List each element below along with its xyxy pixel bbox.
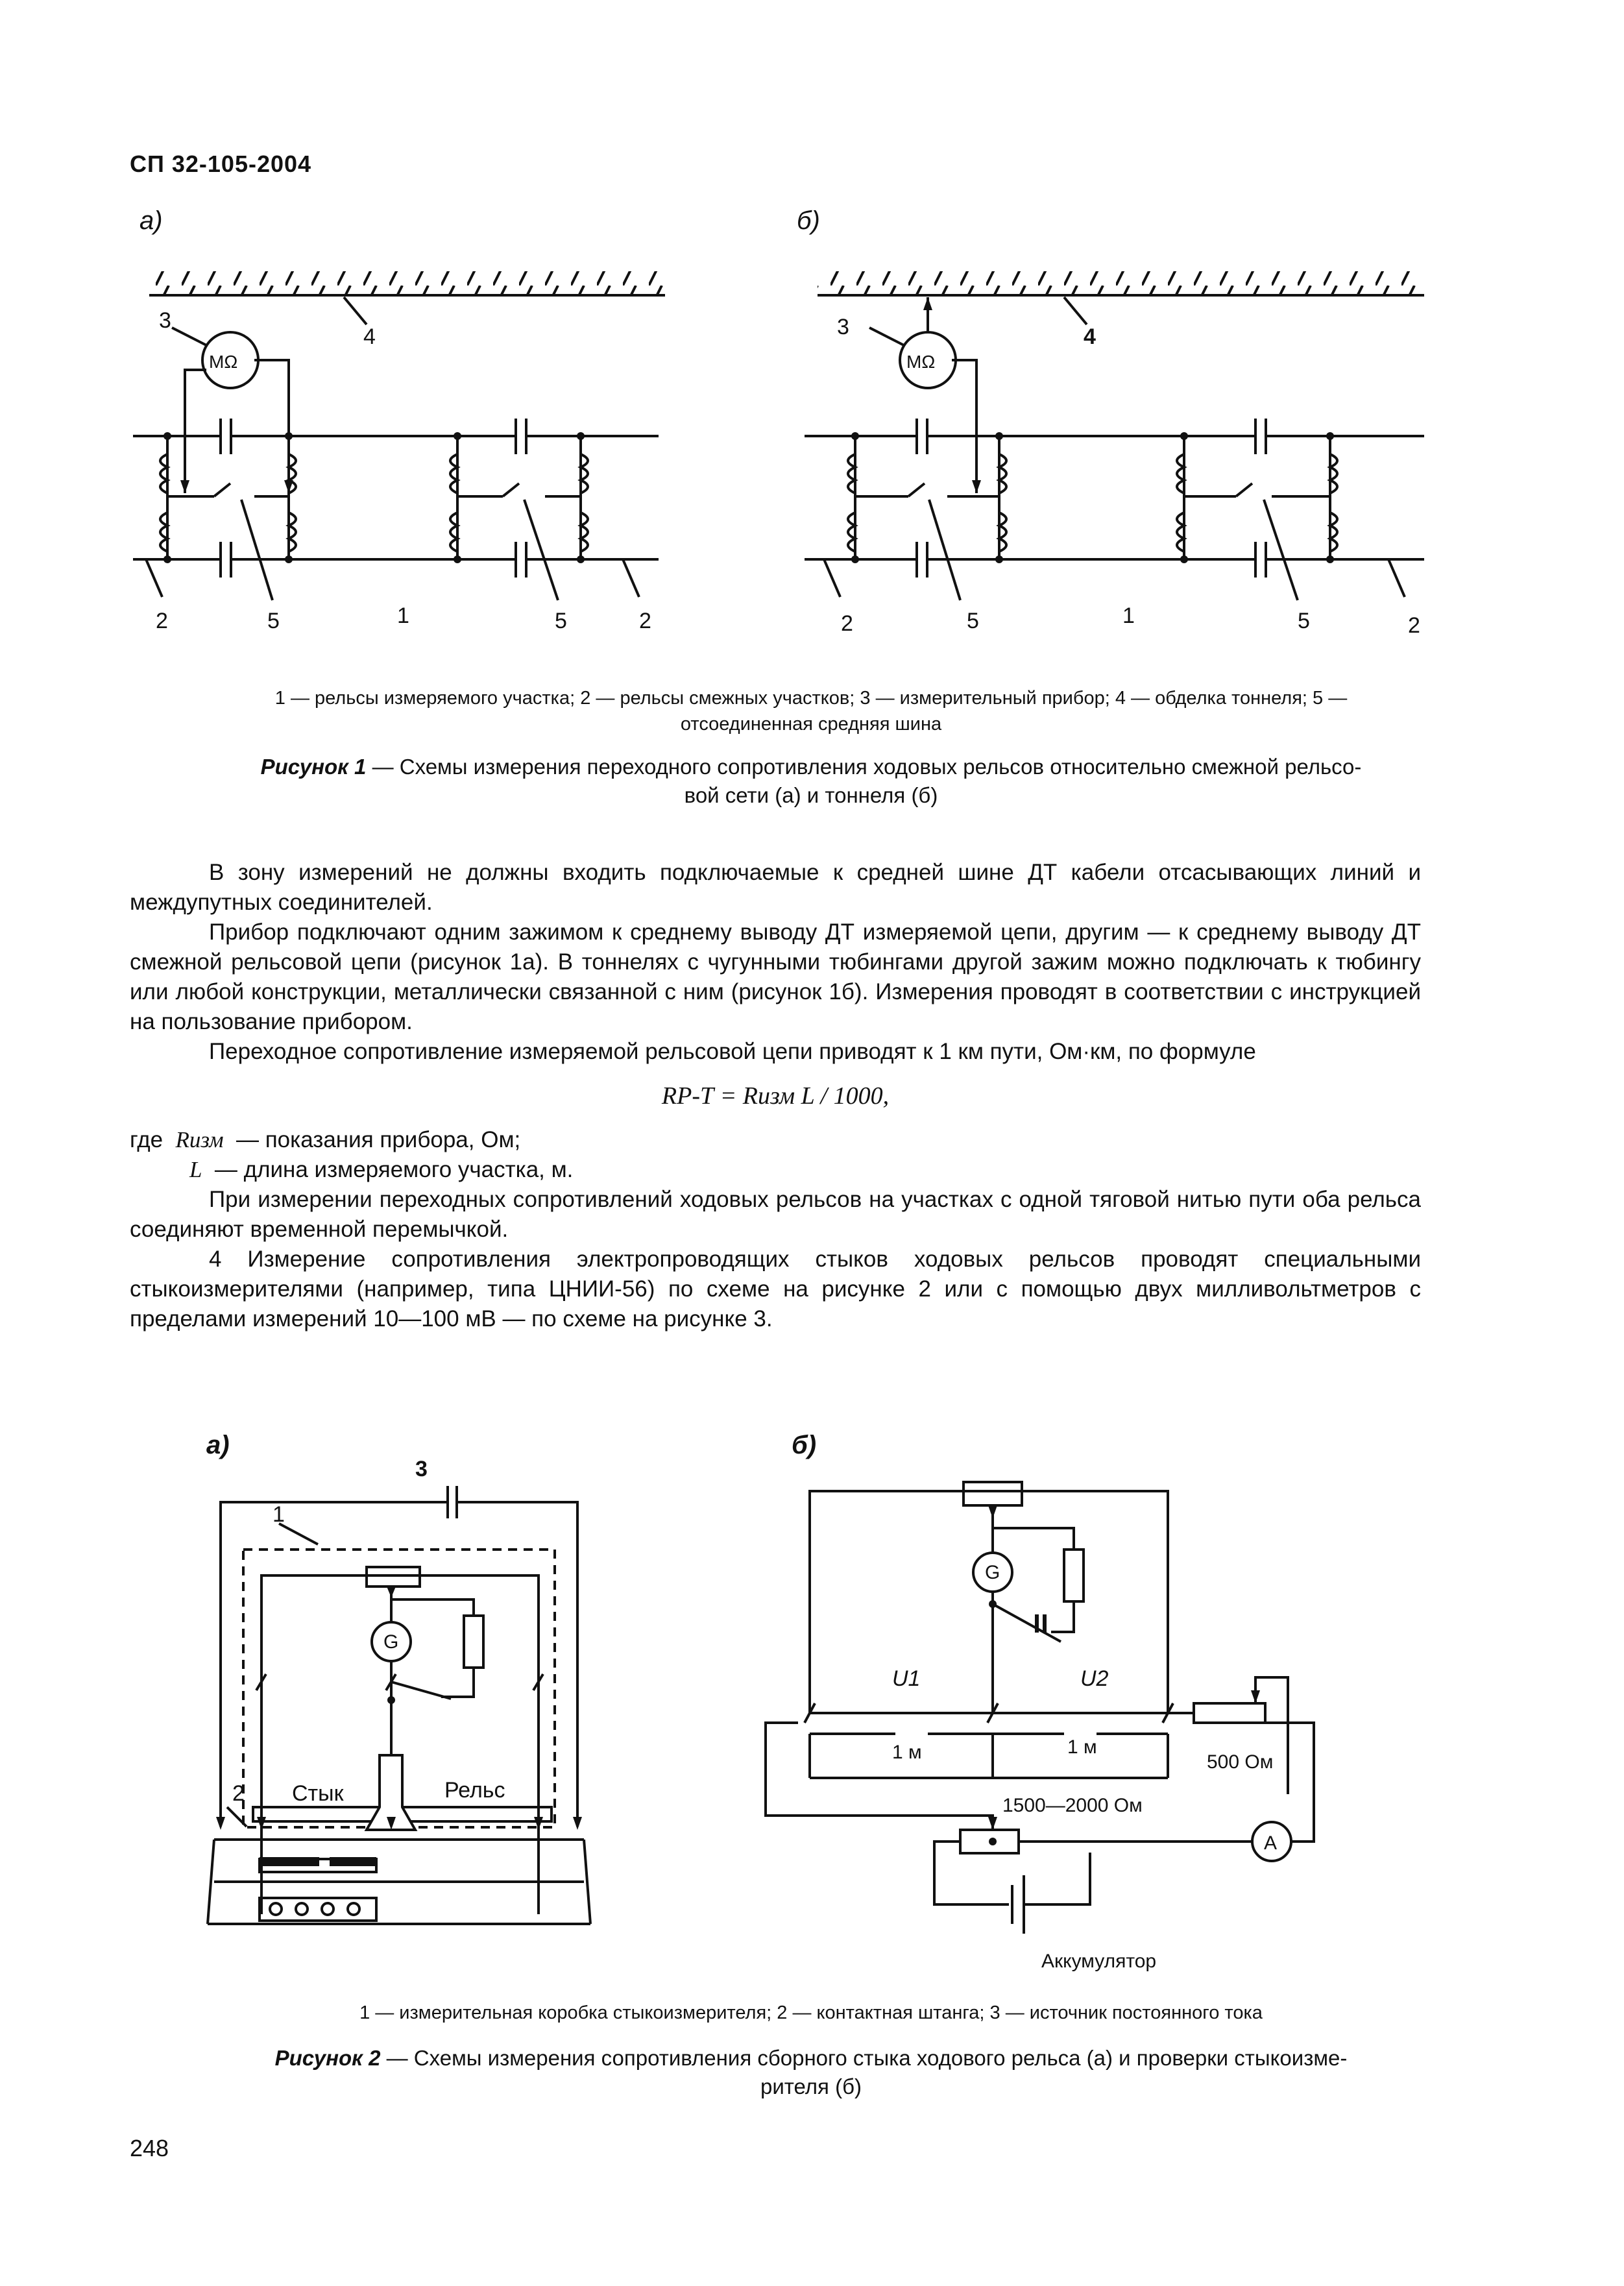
label-2b-u2: U2 [1080, 1666, 1109, 1691]
figure2-caption-text2: рителя (б) [760, 2074, 862, 2098]
figure1-sub-b-label: б) [797, 206, 820, 235]
figure1-caption-text: — Схемы измерения переходного сопротивле… [366, 755, 1362, 779]
figure1-caption: Рисунок 1 — Схемы измерения переходного … [130, 753, 1492, 810]
tunnel-lining-hatch [149, 271, 665, 295]
figure1-sub-a-label: а) [139, 206, 163, 235]
label-b-4: 4 [1084, 324, 1096, 349]
label-2a-3: 3 [415, 1457, 428, 1481]
where-text-2: — длина измеряемого участка, м. [214, 1157, 574, 1182]
figure1-caption-label: Рисунок 1 [260, 755, 367, 779]
megohmmeter-symbol-a: MΩ [209, 352, 237, 372]
paragraph-5: 4 Измерение сопротивления электропроводя… [130, 1246, 1421, 1331]
label-2a-1: 1 [273, 1502, 285, 1527]
leader-4 [343, 296, 368, 326]
label-b-2-left: 2 [841, 611, 853, 636]
label-a-5-left: 5 [267, 609, 280, 633]
figure2-legend: 1 — измерительная коробка стыкоизмерител… [130, 2000, 1492, 2026]
leader-3 [171, 326, 207, 347]
measuring-box [242, 1548, 556, 1829]
rheostat-top [962, 1481, 1023, 1507]
formula-legend: где Rизм — показания прибора, Ом; L — дл… [130, 1125, 1421, 1185]
label-a-5-right: 5 [555, 609, 567, 633]
label-a-3: 3 [159, 308, 171, 333]
figure1-diagram: MΩ MΩ 3 4 2 5 1 5 2 3 4 2 5 1 5 2 [133, 271, 1424, 638]
figure2b-schematic [764, 1481, 1315, 1934]
label-a-2-right: 2 [639, 609, 651, 633]
label-2a-2: 2 [232, 1781, 245, 1806]
label-2b-ammeter: A [1264, 1832, 1277, 1854]
where-sym-1: Rизм [175, 1127, 224, 1152]
figure2-caption-label: Рисунок 2 [274, 2046, 381, 2070]
figure2-diagram: 3 1 2 G Стык Рельс G U1 U2 1 м 1 м 500 О… [206, 1457, 1315, 1972]
label-2b-1m-right: 1 м [1067, 1736, 1097, 1758]
bolt-plate [258, 1897, 378, 1922]
rheostat-500 [1193, 1702, 1266, 1724]
label-b-5-right: 5 [1298, 609, 1310, 633]
label-2b-1m-left: 1 м [892, 1742, 922, 1763]
figure2-caption: Рисунок 2 — Схемы измерения сопротивлени… [130, 2044, 1492, 2101]
label-2b-500-ohm: 500 Ом [1207, 1751, 1273, 1773]
page-number: 248 [130, 2135, 169, 2161]
label-a-2-left: 2 [156, 609, 168, 633]
figure2-sub-a-label: а) [206, 1431, 230, 1459]
figure1-legend: 1 — рельсы измеряемого участка; 2 — рель… [130, 685, 1492, 737]
figure2-legend-line: 1 — измерительная коробка стыкоизмерител… [359, 2002, 1263, 2023]
label-2b-galvanometer: G [985, 1562, 1000, 1583]
paragraph-3: Переходное сопротивление измеряемой рель… [209, 1039, 1256, 1064]
document-code: СП 32-105-2004 [130, 151, 312, 177]
where-sym-2: L [189, 1157, 202, 1182]
label-b-3: 3 [837, 315, 849, 339]
figure1-legend-line2: отсоединенная средняя шина [680, 714, 942, 735]
label-b-5-left: 5 [967, 609, 979, 633]
label-2a-galvanometer: G [383, 1631, 398, 1653]
figure1a-schematic [133, 271, 665, 601]
where-word: где [130, 1127, 164, 1152]
where-text-1: — показания прибора, Ом; [236, 1127, 521, 1152]
paragraph-2: Прибор подключают одним зажимом к средне… [130, 919, 1421, 1034]
label-2b-u1: U1 [892, 1666, 920, 1691]
label-2a-rail: Рельс [444, 1778, 505, 1803]
label-2b-1500-2000-ohm: 1500—2000 Ом [1002, 1795, 1143, 1816]
paragraph-1: В зону измерений не должны входить подкл… [130, 860, 1421, 915]
label-a-4: 4 [363, 324, 376, 349]
figure1-caption-text2: вой сети (а) и тоннеля (б) [684, 783, 938, 807]
label-b-1: 1 [1122, 603, 1135, 628]
figure2-sub-b-label: б) [792, 1431, 817, 1459]
label-2a-joint: Стык [292, 1781, 345, 1806]
megohmmeter-symbol-b: MΩ [906, 352, 935, 372]
body-text: В зону измерений не должны входить подкл… [130, 858, 1421, 1334]
figure1-legend-line1: 1 — рельсы измеряемого участка; 2 — рель… [274, 688, 1348, 709]
paragraph-4: При измерении переходных сопротивлений х… [130, 1187, 1421, 1242]
label-a-1: 1 [397, 603, 409, 628]
figure1b-schematic [805, 271, 1424, 601]
label-b-2-right: 2 [1408, 613, 1420, 638]
label-2b-battery: Аккумулятор [1041, 1951, 1156, 1972]
formula: RР-Т = Rизм L / 1000, [661, 1082, 890, 1110]
figure2-caption-text: — Схемы измерения сопротивления сборного… [380, 2046, 1348, 2070]
figure2a-schematic [206, 1486, 592, 1925]
